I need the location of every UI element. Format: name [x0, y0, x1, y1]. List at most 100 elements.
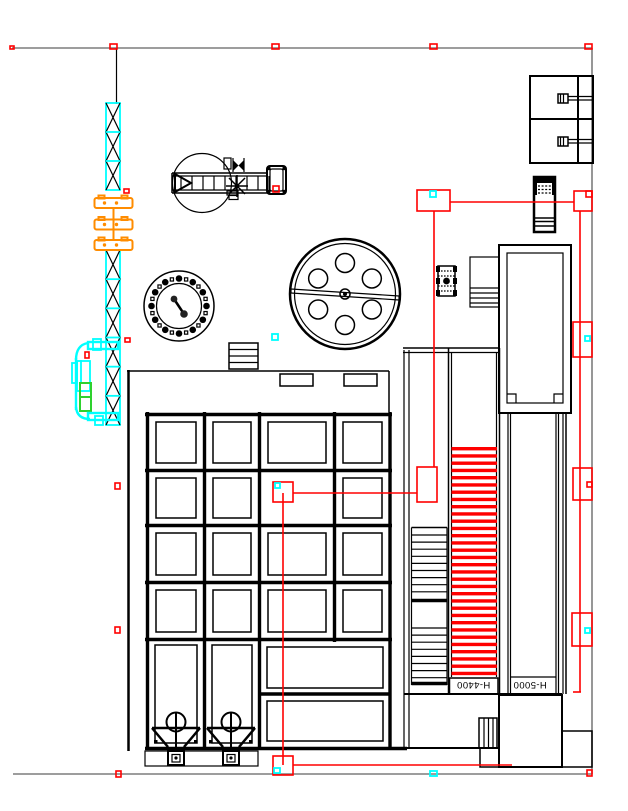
vibrator-tab [120, 216, 129, 221]
roller-side [552, 183, 555, 195]
red-grip-box [416, 466, 438, 503]
lattice-tower[interactable] [105, 102, 121, 426]
bearing-ball [148, 302, 155, 310]
bearing-cage [169, 277, 175, 282]
boot-elbow-top [74, 341, 89, 361]
bearing-cage [157, 323, 162, 328]
hatch-bar [451, 599, 497, 603]
twin-tanks[interactable] [529, 75, 594, 164]
hatch-bar [451, 635, 497, 639]
red-grip-marker [114, 626, 121, 634]
hatch-bar [451, 563, 497, 567]
wide-cell [266, 646, 384, 689]
red-grip-marker [584, 43, 593, 50]
bearing-cage [196, 284, 201, 289]
bearing-ball [199, 316, 207, 324]
flange-hole [307, 268, 329, 289]
cyan-grip-marker [429, 190, 437, 198]
column-appendage [469, 256, 500, 308]
conveyor[interactable] [171, 152, 287, 214]
bearing-cage [150, 310, 155, 316]
discharge-hoppers [151, 711, 256, 766]
vibrator-units[interactable] [93, 194, 134, 251]
bearing-nub [453, 266, 457, 272]
bearing-ball [199, 288, 207, 296]
truss-frame [105, 102, 121, 191]
hatch-bar [451, 447, 497, 451]
bearing-cage [196, 323, 201, 328]
hopper-slant [183, 727, 201, 748]
valve-triangle-icon [238, 160, 244, 171]
bunker-building[interactable] [127, 370, 407, 767]
hatch-bar [451, 519, 497, 523]
flange-bar [290, 292, 400, 301]
hatch-bar [451, 650, 497, 654]
vibrator-dot [102, 243, 107, 247]
base-step [479, 747, 500, 768]
bunker-cell [267, 532, 327, 576]
hatch-bar [451, 570, 497, 574]
red-grip-box [416, 189, 451, 212]
bearing-ball [189, 326, 197, 334]
notch [553, 393, 563, 403]
boot-body [76, 360, 91, 392]
hopper-nub [154, 740, 158, 744]
bunker-cell [342, 421, 383, 464]
bunker-cell [267, 421, 327, 464]
red-grip-marker [123, 188, 130, 194]
bearing-ball [175, 275, 183, 282]
red-grip-marker [114, 482, 121, 490]
bolt-icon [282, 166, 286, 171]
truss-brace [105, 249, 121, 280]
hatch-bar [451, 592, 497, 596]
hatch-bar [451, 534, 497, 538]
vibrator-tab [120, 194, 129, 200]
flange-hole [361, 299, 383, 320]
flange-inner-ring [293, 242, 397, 346]
roller-feeder[interactable] [532, 175, 557, 234]
cyan-grip-marker [584, 335, 591, 342]
hopper-foot-dot [174, 756, 178, 760]
bolt-icon [267, 189, 271, 194]
bearing-ball [175, 330, 183, 337]
bearing-outer-ring [143, 270, 215, 342]
hatch-bar [451, 671, 497, 676]
hopper-foot-inner [171, 753, 181, 763]
hopper-nub [209, 740, 213, 744]
elevator-boot[interactable] [71, 338, 120, 426]
red-grip-marker [9, 45, 15, 50]
cyan-grip-marker [271, 333, 279, 341]
bearing-inner-ring [155, 282, 203, 330]
roller-cap [534, 177, 555, 183]
bearing-ball [203, 302, 210, 310]
hatch-bar [451, 642, 497, 647]
base-structures[interactable] [404, 693, 593, 768]
bearing-cage [203, 296, 208, 302]
bearing-nub [453, 290, 457, 296]
tower-h4400[interactable]: H-4400 [403, 347, 501, 695]
bearing-ball [151, 288, 159, 296]
flange-hub-dot [343, 292, 347, 296]
vibrator-tab [97, 194, 106, 200]
truss-brace [105, 308, 121, 338]
vibrator-tab [97, 216, 106, 221]
staircase[interactable] [403, 350, 448, 748]
slewing-bearing[interactable] [143, 270, 215, 342]
red-overlay-network[interactable] [272, 189, 593, 776]
column-h5000[interactable]: H-5000 [436, 244, 572, 694]
hatch-bar [451, 657, 497, 661]
bearing-ball [189, 278, 197, 286]
hatch-bar [451, 526, 497, 531]
tower-label: H-4400 [457, 679, 491, 690]
hatch-bar [451, 497, 497, 502]
hatch-bar [451, 548, 497, 552]
column-head-inner [506, 252, 564, 404]
truss-brace [105, 102, 121, 133]
boot-top-bar [86, 340, 120, 351]
red-grip-marker [429, 43, 438, 50]
column-head-outline [498, 244, 572, 414]
notch [507, 393, 517, 403]
manway-flange[interactable] [288, 237, 402, 351]
roof-ladder[interactable] [228, 342, 259, 370]
bearing-cage [157, 284, 162, 289]
